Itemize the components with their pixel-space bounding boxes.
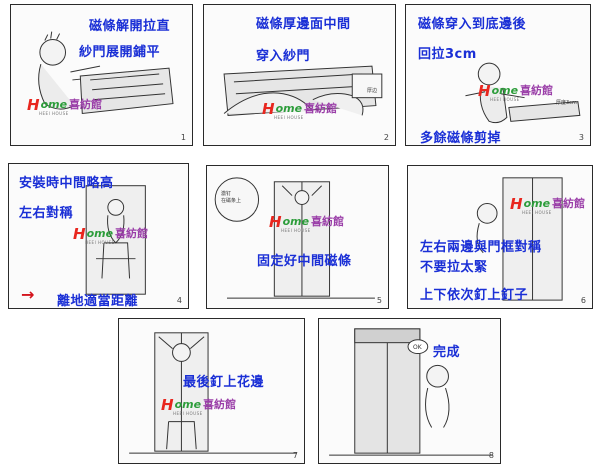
panel-3-caption-2: 回拉3cm: [418, 47, 477, 62]
panel-5-note: 激钉 在磁条上: [221, 191, 242, 204]
panel-2-caption-1: 磁條厚邊面中間: [256, 17, 351, 32]
panel-5-caption-1: 固定好中間磁條: [257, 254, 352, 269]
panel-3-note: 厚度3cm: [556, 100, 577, 106]
panel-4-caption-1: 安裝時中間略高: [19, 176, 114, 191]
panel-1-caption-2: 紗門展開鋪平: [79, 45, 161, 60]
panel-3-number: 3: [578, 133, 584, 142]
panel-1-caption-1: 磁條解開拉直: [89, 19, 171, 34]
panel-4-caption-3: 離地適當距離: [57, 294, 139, 309]
panel-5-number: 5: [376, 296, 382, 305]
panel-8-number: 8: [488, 451, 494, 460]
panel-8-illustration: [329, 328, 493, 456]
panel-6-number: 6: [580, 296, 586, 305]
panel-7-illustration: [129, 332, 297, 454]
panel-2-number: 2: [383, 133, 389, 142]
panel-6-caption-2: 不要拉太緊: [420, 260, 488, 275]
panel-6-caption-1: 左右兩邊與門框對稱: [420, 240, 542, 255]
panel-2-caption-2: 穿入紗門: [256, 49, 311, 64]
panel-4-illustration: [85, 185, 146, 295]
panel-7-caption-1: 最後釘上花邊: [183, 375, 265, 390]
panel-7-number: 7: [292, 451, 298, 460]
panel-8-caption-1: 完成: [433, 345, 461, 360]
panel-4-number: 4: [176, 296, 182, 305]
panel-8-note: OK: [413, 344, 422, 351]
panel-6-illustration: [476, 177, 563, 301]
panel-5-illustration: [214, 177, 375, 299]
panel-3-caption-1: 磁條穿入到底邊後: [418, 17, 527, 32]
panel-1-number: 1: [180, 133, 186, 142]
panel-8: OK 完成 8: [318, 318, 501, 464]
panel-1-illustration: [38, 31, 174, 114]
panel-2-note: 厚边: [367, 88, 378, 94]
panel-4-caption-2: 左右對稱: [19, 206, 74, 221]
right-arrow-icon: →: [21, 285, 35, 304]
panel-3-caption-3: 多餘磁條剪掉: [420, 131, 502, 146]
panel-3-illustration: [465, 62, 581, 124]
panel-6-caption-3: 上下依次釘上釘子: [420, 288, 529, 303]
panel-2-illustration: [223, 65, 383, 116]
